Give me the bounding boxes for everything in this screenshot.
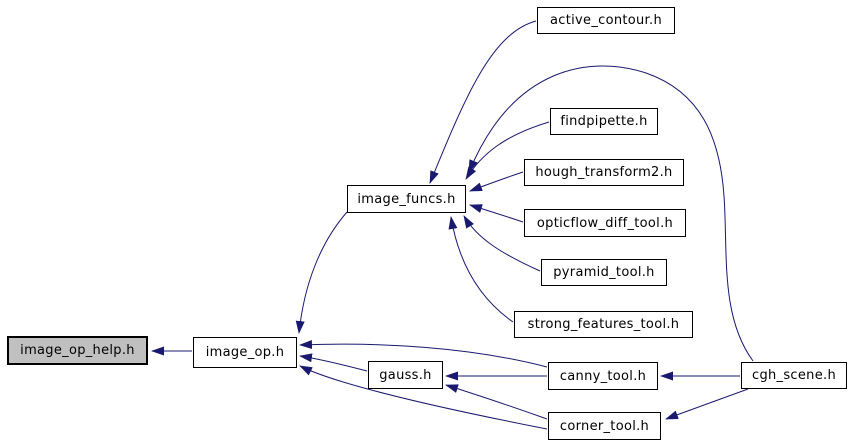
edge-gauss-to-image_op: [299, 353, 368, 372]
node-findpipette[interactable]: findpipette.h: [550, 108, 658, 135]
edge-hough_transform2-to-image_funcs: [469, 171, 524, 192]
edge-active_contour-to-image_funcs: [429, 20, 537, 184]
edge-cgh_scene-to-image_funcs: [468, 65, 754, 362]
edge-cgh_scene-to-corner_tool: [665, 388, 749, 420]
node-opticflow-diff-tool[interactable]: opticflow_diff_tool.h: [524, 209, 686, 237]
edge-canny_tool-to-image_op: [299, 340, 548, 368]
node-gauss[interactable]: gauss.h: [368, 361, 443, 389]
edge-corner_tool-to-image_op: [299, 365, 548, 430]
edge-image_funcs-to-image_op: [295, 211, 348, 334]
node-image-op-help: image_op_help.h: [7, 336, 148, 365]
edge-corner_tool-to-gauss: [445, 384, 548, 420]
node-hough-transform2[interactable]: hough_transform2.h: [524, 159, 684, 186]
node-image-funcs[interactable]: image_funcs.h: [347, 185, 466, 213]
node-pyramid-tool[interactable]: pyramid_tool.h: [541, 259, 667, 286]
edge-opticflow_diff_tool-to-image_funcs: [469, 204, 524, 223]
edge-strong_features_tool-to-image_funcs: [448, 216, 514, 323]
node-active-contour[interactable]: active_contour.h: [537, 7, 675, 34]
node-image-op[interactable]: image_op.h: [193, 337, 297, 368]
node-corner-tool[interactable]: corner_tool.h: [548, 412, 661, 440]
edge-pyramid_tool-to-image_funcs: [463, 215, 541, 272]
node-cgh-scene[interactable]: cgh_scene.h: [741, 362, 847, 389]
node-canny-tool[interactable]: canny_tool.h: [548, 362, 658, 390]
node-strong-features-tool[interactable]: strong_features_tool.h: [514, 311, 693, 338]
